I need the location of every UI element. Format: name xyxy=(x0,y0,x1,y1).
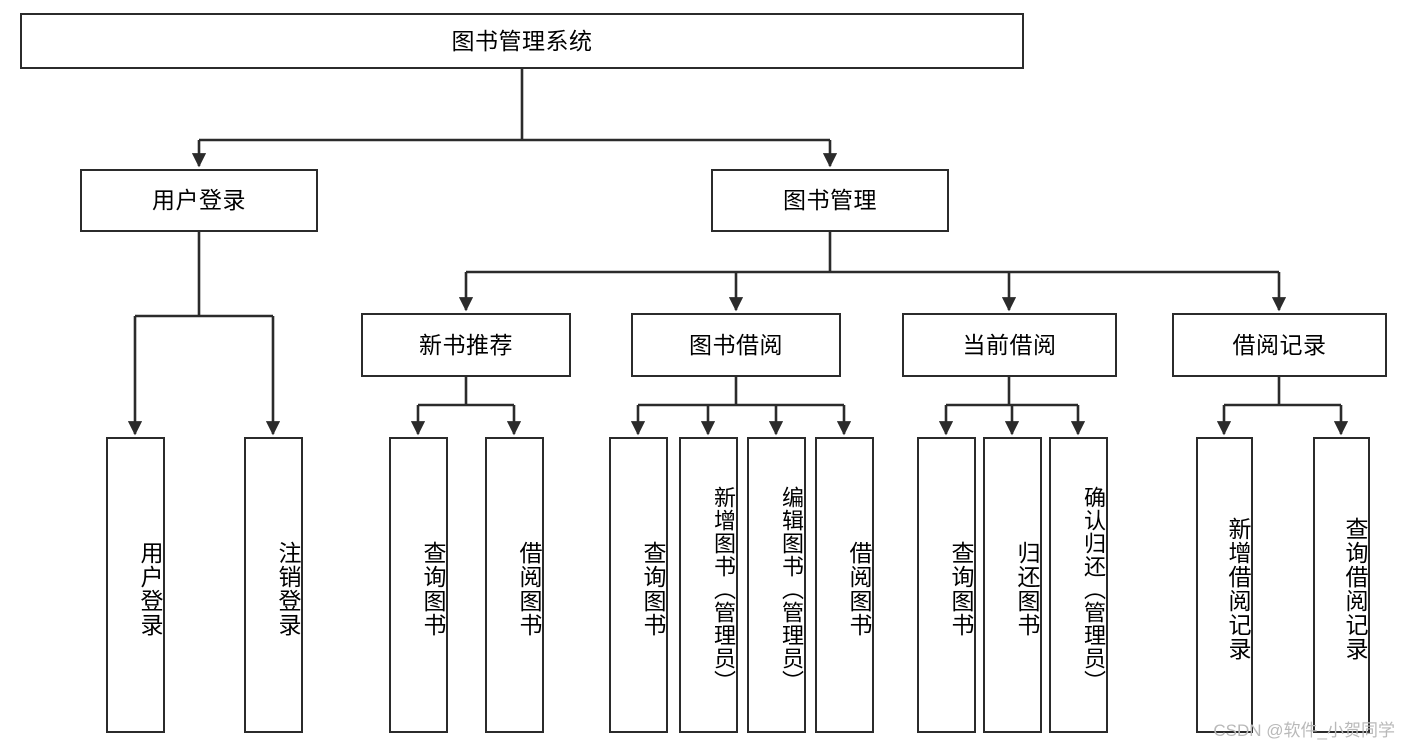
node-book-borrow[interactable]: 图书借阅 xyxy=(631,313,841,377)
leaf-book-borrow-add[interactable]: 新增图书（管理员） xyxy=(679,437,738,733)
leaf-current-borrow-return[interactable]: 归还图书 xyxy=(983,437,1042,733)
leaf-current-borrow-confirm-return[interactable]: 确认归还（管理员） xyxy=(1049,437,1108,733)
node-current-borrow[interactable]: 当前借阅 xyxy=(902,313,1117,377)
leaf-new-book-query[interactable]: 查询图书 xyxy=(389,437,448,733)
leaf-book-borrow-query[interactable]: 查询图书 xyxy=(609,437,668,733)
leaf-borrow-record-query[interactable]: 查询借阅记录 xyxy=(1313,437,1370,733)
node-borrow-record[interactable]: 借阅记录 xyxy=(1172,313,1387,377)
node-book-management[interactable]: 图书管理 xyxy=(711,169,949,232)
node-user-login[interactable]: 用户登录 xyxy=(80,169,318,232)
leaf-new-book-borrow[interactable]: 借阅图书 xyxy=(485,437,544,733)
leaf-current-borrow-query[interactable]: 查询图书 xyxy=(917,437,976,733)
leaf-user-login-login[interactable]: 用户登录 xyxy=(106,437,165,733)
leaf-borrow-record-add[interactable]: 新增借阅记录 xyxy=(1196,437,1253,733)
node-new-book-recommend[interactable]: 新书推荐 xyxy=(361,313,571,377)
leaf-user-login-logout[interactable]: 注销登录 xyxy=(244,437,303,733)
csdn-watermark: CSDN @软件_小贺同学 xyxy=(1213,721,1395,740)
leaf-book-borrow-borrow[interactable]: 借阅图书 xyxy=(815,437,874,733)
leaf-book-borrow-edit[interactable]: 编辑图书（管理员） xyxy=(747,437,806,733)
node-root-system[interactable]: 图书管理系统 xyxy=(20,13,1024,69)
